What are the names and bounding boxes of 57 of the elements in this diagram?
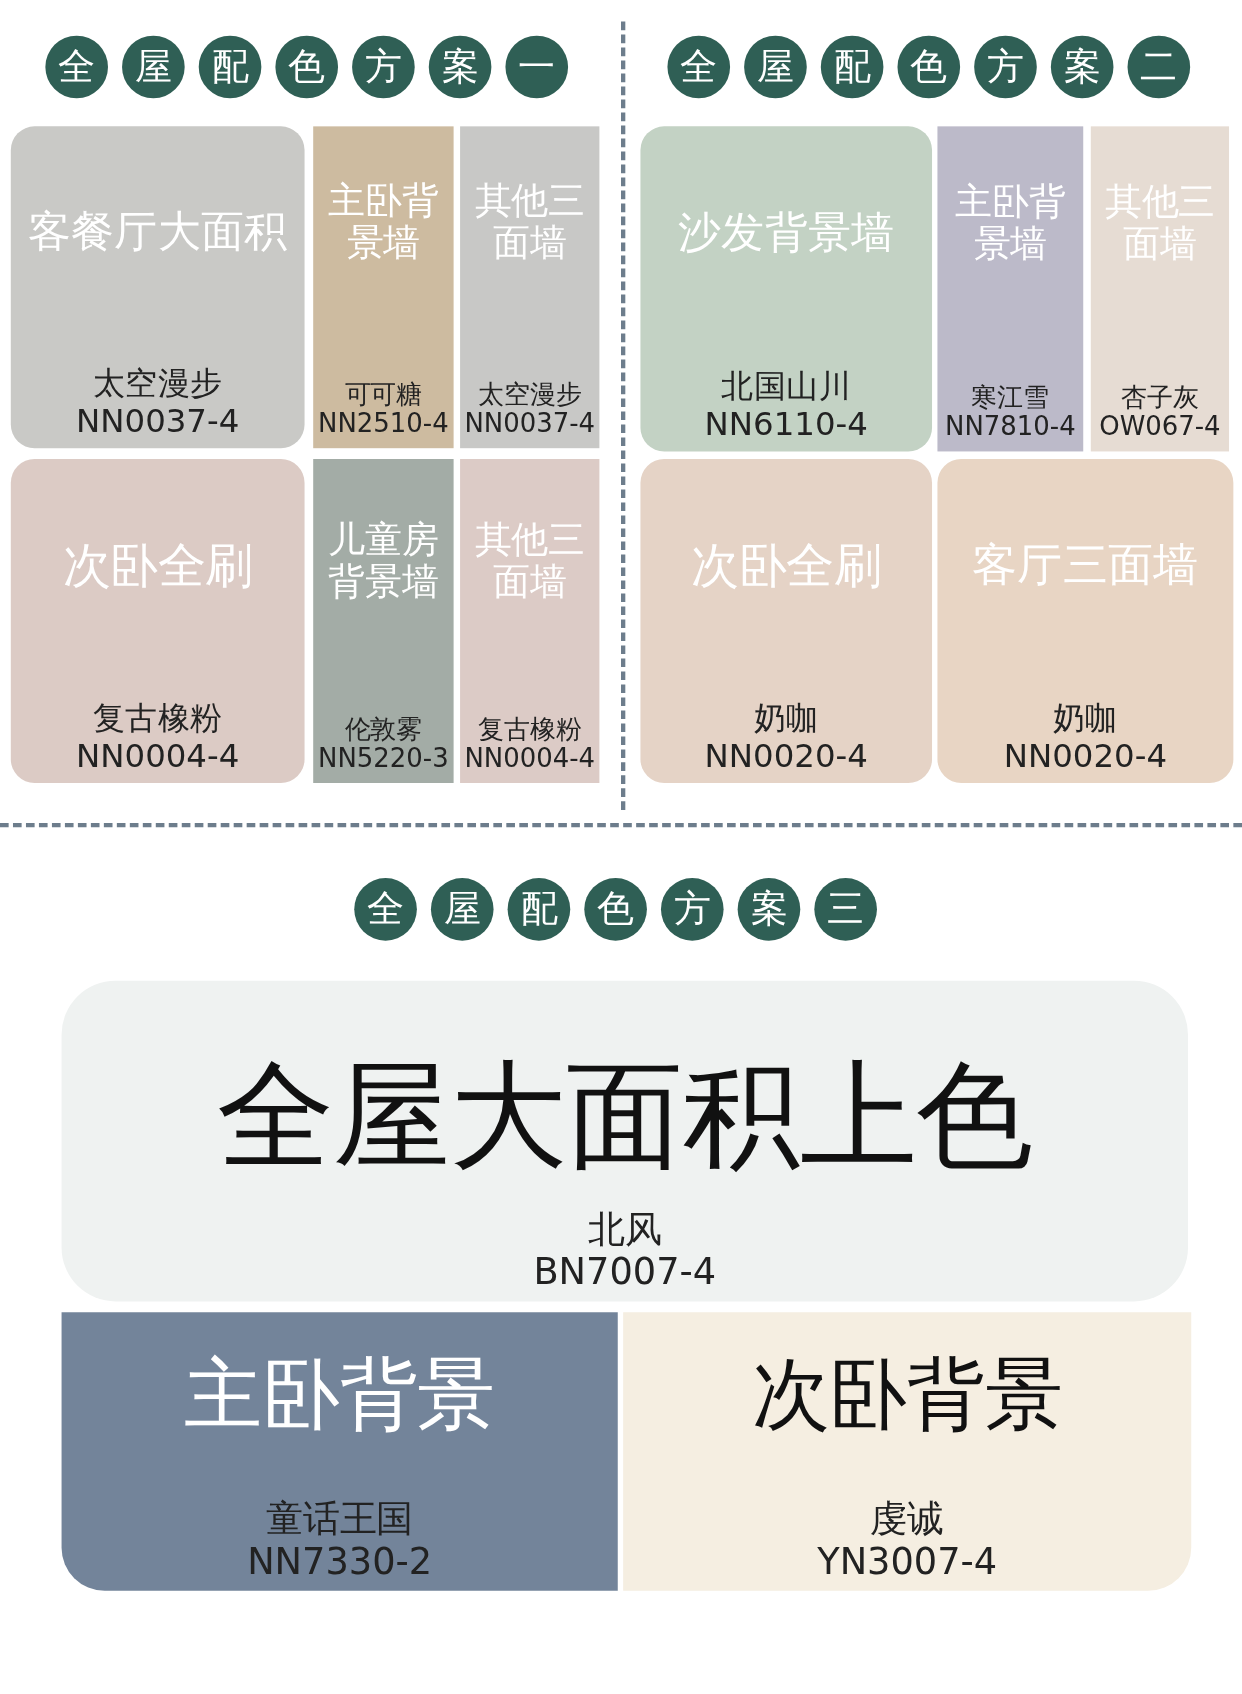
color-swatch-card bbox=[61, 1312, 618, 1591]
color-name: 北国山川 bbox=[721, 368, 852, 406]
color-code: NN5220-3 bbox=[318, 744, 449, 775]
swatch-heading: 全屋大面积上色 bbox=[216, 1049, 1033, 1184]
swatch-heading: 次卧全刷 bbox=[62, 538, 253, 594]
color-name: 伦敦雾 bbox=[344, 714, 423, 745]
color-code: NN7330-2 bbox=[247, 1540, 433, 1583]
section-heading: 全屋配色方案二 bbox=[667, 35, 1205, 99]
section-heading: 全屋配色方案一 bbox=[45, 35, 583, 99]
color-name: 杏子灰 bbox=[1121, 383, 1199, 413]
color-swatch-card bbox=[1090, 126, 1230, 452]
swatch-heading: 主卧背景墙 bbox=[327, 179, 440, 264]
color-code: NN0004-4 bbox=[464, 744, 596, 775]
color-code: NN0020-4 bbox=[704, 737, 868, 775]
color-code: NN7810-4 bbox=[945, 413, 1076, 443]
swatch-heading: 次卧背景 bbox=[751, 1349, 1063, 1439]
color-swatch-card bbox=[640, 459, 933, 783]
color-code: NN6110-4 bbox=[704, 405, 868, 443]
color-swatch-card bbox=[460, 126, 600, 449]
color-name: 童话王国 bbox=[266, 1497, 414, 1540]
color-code: BN7007-4 bbox=[533, 1250, 717, 1293]
color-swatch-card bbox=[623, 1312, 1192, 1591]
color-name: 复古橡粉 bbox=[92, 699, 223, 738]
color-code: NN0020-4 bbox=[1003, 737, 1167, 775]
color-swatch-card bbox=[10, 459, 305, 783]
color-name: 奶咖 bbox=[753, 699, 819, 738]
color-name: 可可糖 bbox=[344, 379, 423, 410]
swatch-heading: 次卧全刷 bbox=[691, 538, 882, 594]
color-swatch-card bbox=[460, 459, 600, 783]
color-swatch-card bbox=[313, 459, 454, 783]
color-name: 奶咖 bbox=[1053, 699, 1118, 738]
color-name: 虔诚 bbox=[870, 1497, 944, 1540]
color-code: NN0037-4 bbox=[464, 409, 596, 440]
color-swatch-card bbox=[313, 126, 454, 449]
color-name: 太空漫步 bbox=[477, 379, 582, 410]
section-heading: 全屋配色方案三 bbox=[354, 878, 891, 941]
color-swatch-card bbox=[937, 126, 1084, 452]
swatch-heading: 客餐厅大面积 bbox=[28, 206, 288, 256]
color-swatch-card bbox=[937, 459, 1234, 783]
color-code: OW067-4 bbox=[1099, 413, 1221, 443]
swatch-heading: 沙发背景墙 bbox=[678, 207, 895, 258]
swatch-heading: 其他三面墙 bbox=[473, 518, 586, 603]
color-name: 北风 bbox=[588, 1208, 662, 1251]
color-name: 复古橡粉 bbox=[477, 714, 582, 745]
color-code: NN2510-4 bbox=[318, 409, 449, 440]
swatch-heading: 其他三面墙 bbox=[473, 179, 586, 264]
color-code: YN3007-4 bbox=[817, 1540, 998, 1583]
color-code: NN0004-4 bbox=[76, 737, 240, 775]
color-name: 寒江雪 bbox=[971, 383, 1050, 413]
swatch-heading: 儿童房背景墙 bbox=[327, 518, 440, 603]
color-swatch-card bbox=[640, 126, 933, 452]
swatch-heading: 主卧背景墙 bbox=[954, 180, 1067, 265]
color-code: NN0037-4 bbox=[76, 402, 240, 440]
swatch-heading: 客厅三面墙 bbox=[972, 538, 1199, 591]
color-swatch-card bbox=[10, 126, 305, 449]
color-name: 太空漫步 bbox=[92, 365, 223, 403]
swatch-heading: 主卧背景 bbox=[184, 1349, 496, 1439]
